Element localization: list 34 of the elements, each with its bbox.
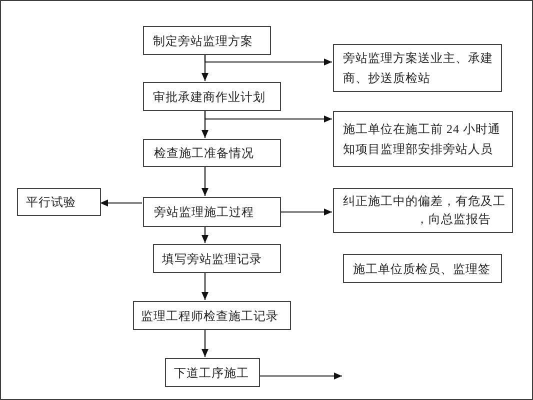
process-box bbox=[17, 188, 101, 216]
process-box bbox=[143, 26, 271, 55]
process-box bbox=[143, 139, 281, 167]
step-text: 平行试验 bbox=[26, 194, 77, 211]
arrow bbox=[259, 372, 342, 380]
process-box bbox=[133, 301, 291, 330]
arrow bbox=[202, 166, 208, 196]
step-text: 纠正施工中的偏差，有危及工 bbox=[343, 193, 506, 210]
step-text: 检查施工准备情况 bbox=[154, 145, 255, 162]
process-box bbox=[153, 244, 281, 273]
arrow bbox=[280, 208, 332, 216]
arrow bbox=[202, 272, 208, 300]
step-text: 旁站监理施工过程 bbox=[154, 204, 255, 221]
process-box bbox=[143, 82, 281, 111]
step-text: 施工单位在施工前 24 小时通知项目监理部安排旁站人员 bbox=[343, 121, 502, 158]
process-box bbox=[333, 188, 513, 233]
arrow bbox=[204, 110, 332, 122]
process-box bbox=[165, 358, 260, 387]
step-text: ，向总监报告 bbox=[416, 211, 492, 228]
process-box bbox=[143, 197, 281, 227]
step-text: 施工单位质检员、监理签 bbox=[353, 260, 492, 278]
process-box bbox=[333, 44, 502, 92]
process-box bbox=[333, 111, 513, 167]
arrow bbox=[202, 329, 208, 357]
step-text: 制定旁站监理方案 bbox=[153, 32, 254, 50]
step-text: 监理工程师检查施工记录 bbox=[141, 308, 280, 324]
process-box bbox=[343, 254, 502, 283]
step-text: 旁站监理方案送业主、承建商、抄送质检站 bbox=[343, 50, 494, 87]
step-text: 下道工序施工 bbox=[174, 364, 250, 382]
arrow bbox=[100, 200, 142, 206]
arrow bbox=[202, 226, 208, 243]
step-text: 填写旁站监理记录 bbox=[162, 250, 263, 268]
arrow bbox=[204, 54, 332, 66]
step-text: 审批承建商作业计划 bbox=[153, 88, 266, 106]
